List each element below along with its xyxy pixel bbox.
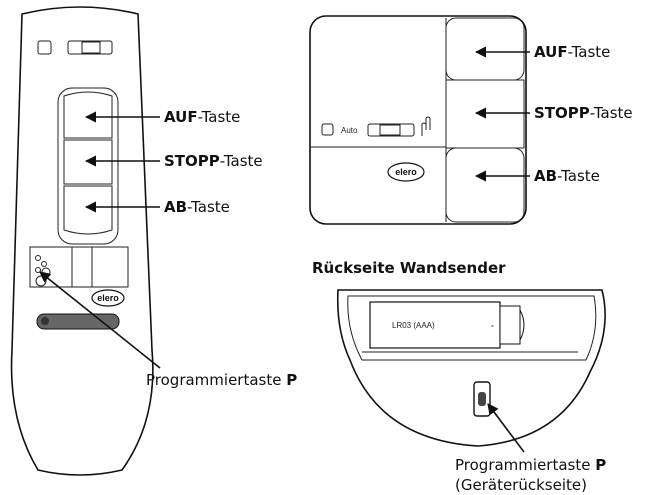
remote-program-button[interactable] [35,275,47,287]
remote-label-auf: AUF-Taste [164,108,240,126]
channel-switch[interactable] [67,40,113,55]
remote-body [10,6,154,476]
back-program-button[interactable] [473,381,491,417]
remote-logo: elero [91,289,125,307]
wall-ab-button[interactable] [445,147,525,223]
auto-label: Auto [341,126,358,135]
ab-button[interactable] [63,185,113,235]
manual-hand-icon [421,116,431,136]
auto-manual-switch[interactable] [367,123,415,137]
wall-label-stopp: STOPP-Taste [534,104,633,122]
wall-led [321,123,334,136]
battery-label: LR03 (AAA) [392,321,435,330]
led-indicator [37,40,52,55]
wall-body [309,15,527,225]
arrow-program-remote [39,271,161,369]
back-side-housing: LR03 (AAA) - [336,289,606,447]
wall-auf-button[interactable] [445,17,525,81]
back-label-program: Programmiertaste P [455,456,606,474]
wall-logo: elero [387,162,425,182]
remote-label-stopp: STOPP-Taste [164,152,263,170]
wall-transmitter: Auto elero [309,15,527,225]
arrow-program-back [487,403,525,453]
back-side-title: Rückseite Wandsender [312,259,506,277]
handheld-remote: elero [10,6,154,476]
battery [369,301,501,349]
wall-label-auf: AUF-Taste [534,43,610,61]
button-column [57,87,119,245]
back-label-program-sub: (Geräterückseite) [455,476,587,494]
auf-button[interactable] [63,91,113,139]
remote-label-program: Programmiertaste P [146,371,297,389]
wall-logo-text: elero [395,167,417,177]
remote-label-ab: AB-Taste [164,198,230,216]
battery-compartment [29,246,129,288]
wall-stopp-button[interactable] [445,79,525,149]
clip-slot [36,313,120,330]
stopp-button[interactable] [63,139,113,185]
remote-logo-text: elero [97,293,119,303]
wall-label-ab: AB-Taste [534,167,600,185]
battery-minus: - [491,321,494,330]
